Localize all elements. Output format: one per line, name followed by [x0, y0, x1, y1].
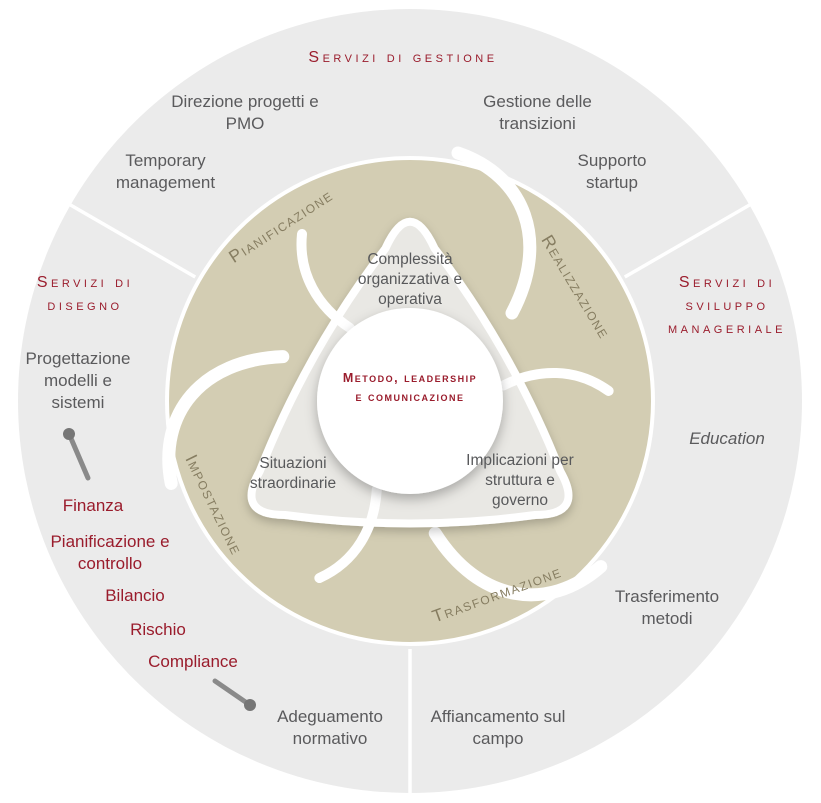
- ring-gap-top: [451, 146, 537, 320]
- sector-title-gestione: Servizi di gestione: [308, 49, 498, 66]
- pin-connectors: [63, 428, 256, 711]
- center-circle: [317, 308, 503, 494]
- service-progettazione-modelli: Progettazione modelli e sistemi: [25, 349, 131, 413]
- service-supporto-startup: Supporto startup: [577, 151, 647, 193]
- sector-divider-left: [64, 200, 197, 279]
- pin-connector-2-line: [212, 678, 250, 706]
- service-bilancio: Bilancio: [105, 586, 165, 605]
- triangle-label-complessita: Complessità organizzativa e operativa: [357, 251, 463, 309]
- ring-gap-bottom-right: [428, 526, 608, 602]
- pin-connector-1-line: [67, 433, 91, 481]
- service-education: Education: [689, 429, 765, 448]
- service-pianificazione-controllo: Pianificazione e controllo: [50, 532, 170, 574]
- service-finanza: Finanza: [62, 496, 124, 515]
- triangle-label-situazioni: Situazioni straordinarie: [249, 455, 337, 493]
- triangle-label-implicazioni: Implicazioni per struttura e governo: [466, 452, 574, 510]
- pin-connector-2-head: [244, 699, 256, 711]
- sector-title-disegno: Servizi di disegno: [36, 274, 134, 315]
- service-gestione-transizioni: Gestione delle transizioni: [483, 92, 592, 134]
- inner-gap-bottom: [314, 484, 382, 584]
- service-trasferimento-metodi: Trasferimento metodi: [614, 587, 720, 629]
- service-direzione-progetti: Direzione progetti e PMO: [171, 92, 319, 134]
- inner-gap-right: [498, 367, 614, 396]
- service-temporary-management: Temporary management: [115, 151, 216, 193]
- process-ring-gaps: [162, 146, 608, 602]
- service-affiancamento-campo: Affiancamento sul campo: [430, 707, 566, 749]
- sector-divider-right: [623, 200, 756, 279]
- center-circle-label: Metodo, leadership e comunicazione: [342, 371, 478, 405]
- sector-dividers: [64, 200, 756, 799]
- pin-connector-1-head: [63, 428, 75, 440]
- sector-title-sviluppo: Servizi di sviluppo manageriale: [668, 274, 786, 338]
- service-adeguamento-normativo: Adeguamento normativo: [277, 707, 383, 749]
- service-rischio: Rischio: [130, 620, 186, 639]
- inner-triangle-gaps: [296, 229, 614, 584]
- inner-gap-top-left: [296, 229, 355, 333]
- service-compliance: Compliance: [148, 652, 238, 671]
- ring-gap-left: [162, 350, 290, 490]
